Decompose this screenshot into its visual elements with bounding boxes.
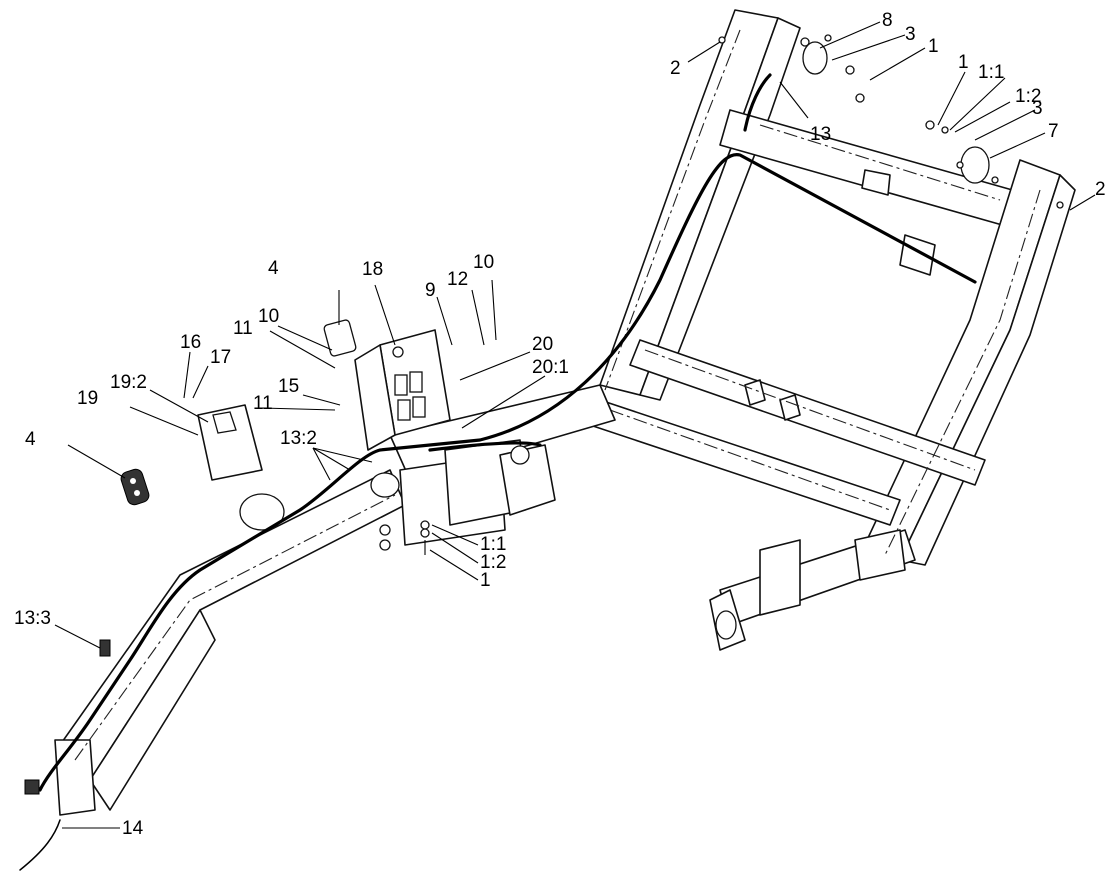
- callout-2-right: 2: [1095, 179, 1106, 200]
- wiring-harness: [19, 73, 977, 871]
- callout-15: 15: [278, 376, 299, 397]
- callout-19-2: 19:2: [110, 372, 147, 393]
- callout-1-1-bottom: 1:1: [480, 534, 506, 555]
- cover-and-parts: [120, 34, 1064, 555]
- callout-4-top: 4: [268, 258, 279, 279]
- connector-13-3: [99, 639, 111, 657]
- callout-labels: 8 3 1 2 13 1 1:1 1:2 3 7 2 4 18 9 12 10 …: [14, 10, 1106, 839]
- callout-9: 9: [425, 280, 436, 301]
- callout-2-topleft: 2: [670, 58, 681, 79]
- callout-3-top: 3: [905, 24, 916, 45]
- callout-7-right: 7: [1048, 121, 1059, 142]
- callout-13-2: 13:2: [280, 428, 317, 449]
- clip-4-left: [120, 468, 150, 506]
- callout-17: 17: [210, 347, 231, 368]
- control-box: [354, 329, 451, 451]
- callout-20-1: 20:1: [532, 357, 569, 378]
- leader-lines: [54, 21, 1096, 829]
- callout-12: 12: [447, 269, 468, 290]
- callout-13-3: 13:3: [14, 608, 51, 629]
- callout-1-2-bottom: 1:2: [480, 552, 506, 573]
- callout-11-top: 11: [233, 318, 253, 339]
- callout-20: 20: [532, 334, 553, 355]
- callout-14: 14: [122, 818, 144, 839]
- rear-frame: [589, 9, 1076, 651]
- callout-16: 16: [180, 332, 201, 353]
- callout-10-right: 10: [473, 252, 494, 273]
- callout-10-left: 10: [258, 306, 279, 327]
- connector-14: [24, 779, 40, 795]
- callout-1-top: 1: [928, 36, 939, 57]
- callout-3-right: 3: [1032, 98, 1043, 119]
- valve-block: [499, 444, 556, 516]
- callout-8-top: 8: [882, 10, 893, 31]
- callout-1-1-right: 1:1: [978, 62, 1004, 83]
- callout-19: 19: [77, 388, 98, 409]
- callout-1-right: 1: [958, 52, 969, 73]
- callout-1-bottom: 1: [480, 570, 491, 591]
- callout-18: 18: [362, 259, 383, 280]
- callout-13-top: 13: [810, 124, 831, 145]
- cover-19: [197, 404, 263, 481]
- callout-11-mid: 11: [253, 393, 273, 414]
- callout-1-2-right: 1:2: [1015, 86, 1041, 107]
- clip-4-top: [323, 319, 357, 357]
- callout-4-left: 4: [25, 429, 36, 450]
